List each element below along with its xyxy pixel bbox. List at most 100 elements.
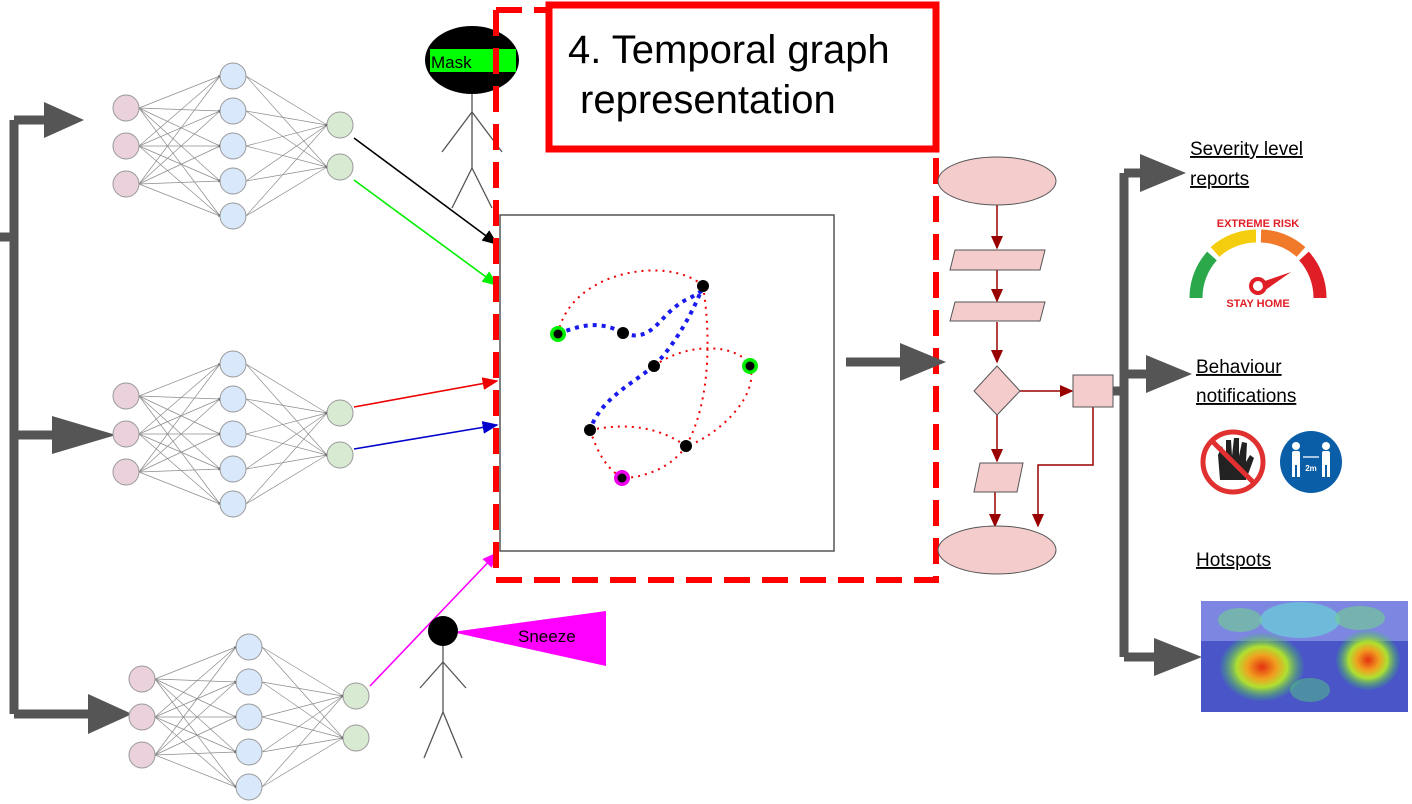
no-touch-icon [1200,429,1266,495]
network-edge [245,75,328,169]
network-edge [138,179,222,185]
network-edge [138,363,222,397]
network-edge [138,110,222,147]
hidden-node [219,455,247,483]
network-edge [154,681,238,718]
network-edge [245,165,329,182]
title-line-1: 4. Temporal graph [568,28,890,72]
hidden-node [235,703,263,731]
network-edge [154,681,238,756]
network-edge [245,412,329,470]
network-edge [245,398,329,415]
graph-to-flowchart-arrow [846,343,946,381]
network-edge [138,395,222,435]
network-edge [245,363,328,457]
flowchart-start [937,156,1057,206]
input-node [112,132,140,160]
graph-node [617,327,629,339]
network-edge [261,646,344,740]
network-edge [138,107,222,113]
graph-node [648,360,660,372]
hidden-node [235,773,263,801]
input-node [112,170,140,198]
network-edge [138,75,222,147]
network-edge [245,166,329,217]
output-node [326,399,354,427]
graph-frame [499,214,835,552]
hidden-node [235,633,263,661]
flowchart-io-3 [973,462,1024,493]
neural-network-2 [112,350,354,518]
distance-sign-text: 2m [1305,464,1317,473]
network-edge [138,433,222,470]
graph-node [697,280,709,292]
network-edge [261,681,345,698]
network-edge [154,750,238,756]
output-arrowheads [1140,154,1202,676]
sneeze-label: Sneeze [518,627,576,646]
behaviour-line-1: Behaviour [1196,357,1282,378]
hidden-node [235,738,263,766]
hidden-node [235,668,263,696]
network-edge [154,678,238,718]
graph-node-core [617,473,627,483]
network-edge [261,681,345,739]
network-edge [245,398,329,456]
network-edge [154,646,238,718]
network-edge [245,411,329,435]
hidden-node [219,350,247,378]
network-edge [154,716,238,788]
input-node [128,741,156,769]
network-edge [138,433,222,473]
network-edge [261,646,345,697]
hidden-node [219,62,247,90]
graph-node-core [745,361,755,371]
severity-line-2: reports [1190,169,1249,190]
input-node [112,382,140,410]
graph-node [680,440,692,452]
stick-figure-mask: Mask [425,26,519,209]
network-edge [138,471,222,505]
network-edge [138,74,221,185]
hotspots-label: Hotspots [1196,550,1271,571]
arrow-blue [353,421,499,450]
flowchart [937,156,1114,575]
graph-node [584,424,596,436]
network-edge [245,454,329,505]
network-edge [138,362,221,473]
network-edge [138,395,221,506]
stick-figure-sneeze: Sneeze [419,611,606,759]
graph-nodes [550,280,758,486]
hidden-node [219,385,247,413]
network-edge [245,433,329,457]
network-edge [154,716,238,753]
arrow-red [353,377,499,408]
network-edge [154,678,237,789]
social-distance-icon: 2m [1280,431,1342,493]
network-edge [154,678,238,753]
network-edge [261,737,345,788]
output-node [342,724,370,752]
neural-network-3 [128,633,370,801]
network-edge [245,123,329,147]
title-line-2: representation [580,78,836,122]
gauge-bottom-text: STAY HOME [1226,298,1289,310]
network-edge [261,736,345,753]
input-node [112,458,140,486]
flowchart-decision [973,365,1021,416]
network-edge [154,716,238,756]
network-edge [245,453,329,470]
network-edge [245,363,329,414]
output-node [326,153,354,181]
network-edge [138,398,222,473]
hidden-node [219,490,247,518]
network-edge [245,123,328,217]
flowchart-end [937,525,1057,575]
behaviour-line-2: notifications [1196,386,1296,407]
network-edge [138,145,222,185]
output-node [326,441,354,469]
network-edge [138,107,221,218]
network-edge [245,75,329,126]
hidden-node [219,132,247,160]
